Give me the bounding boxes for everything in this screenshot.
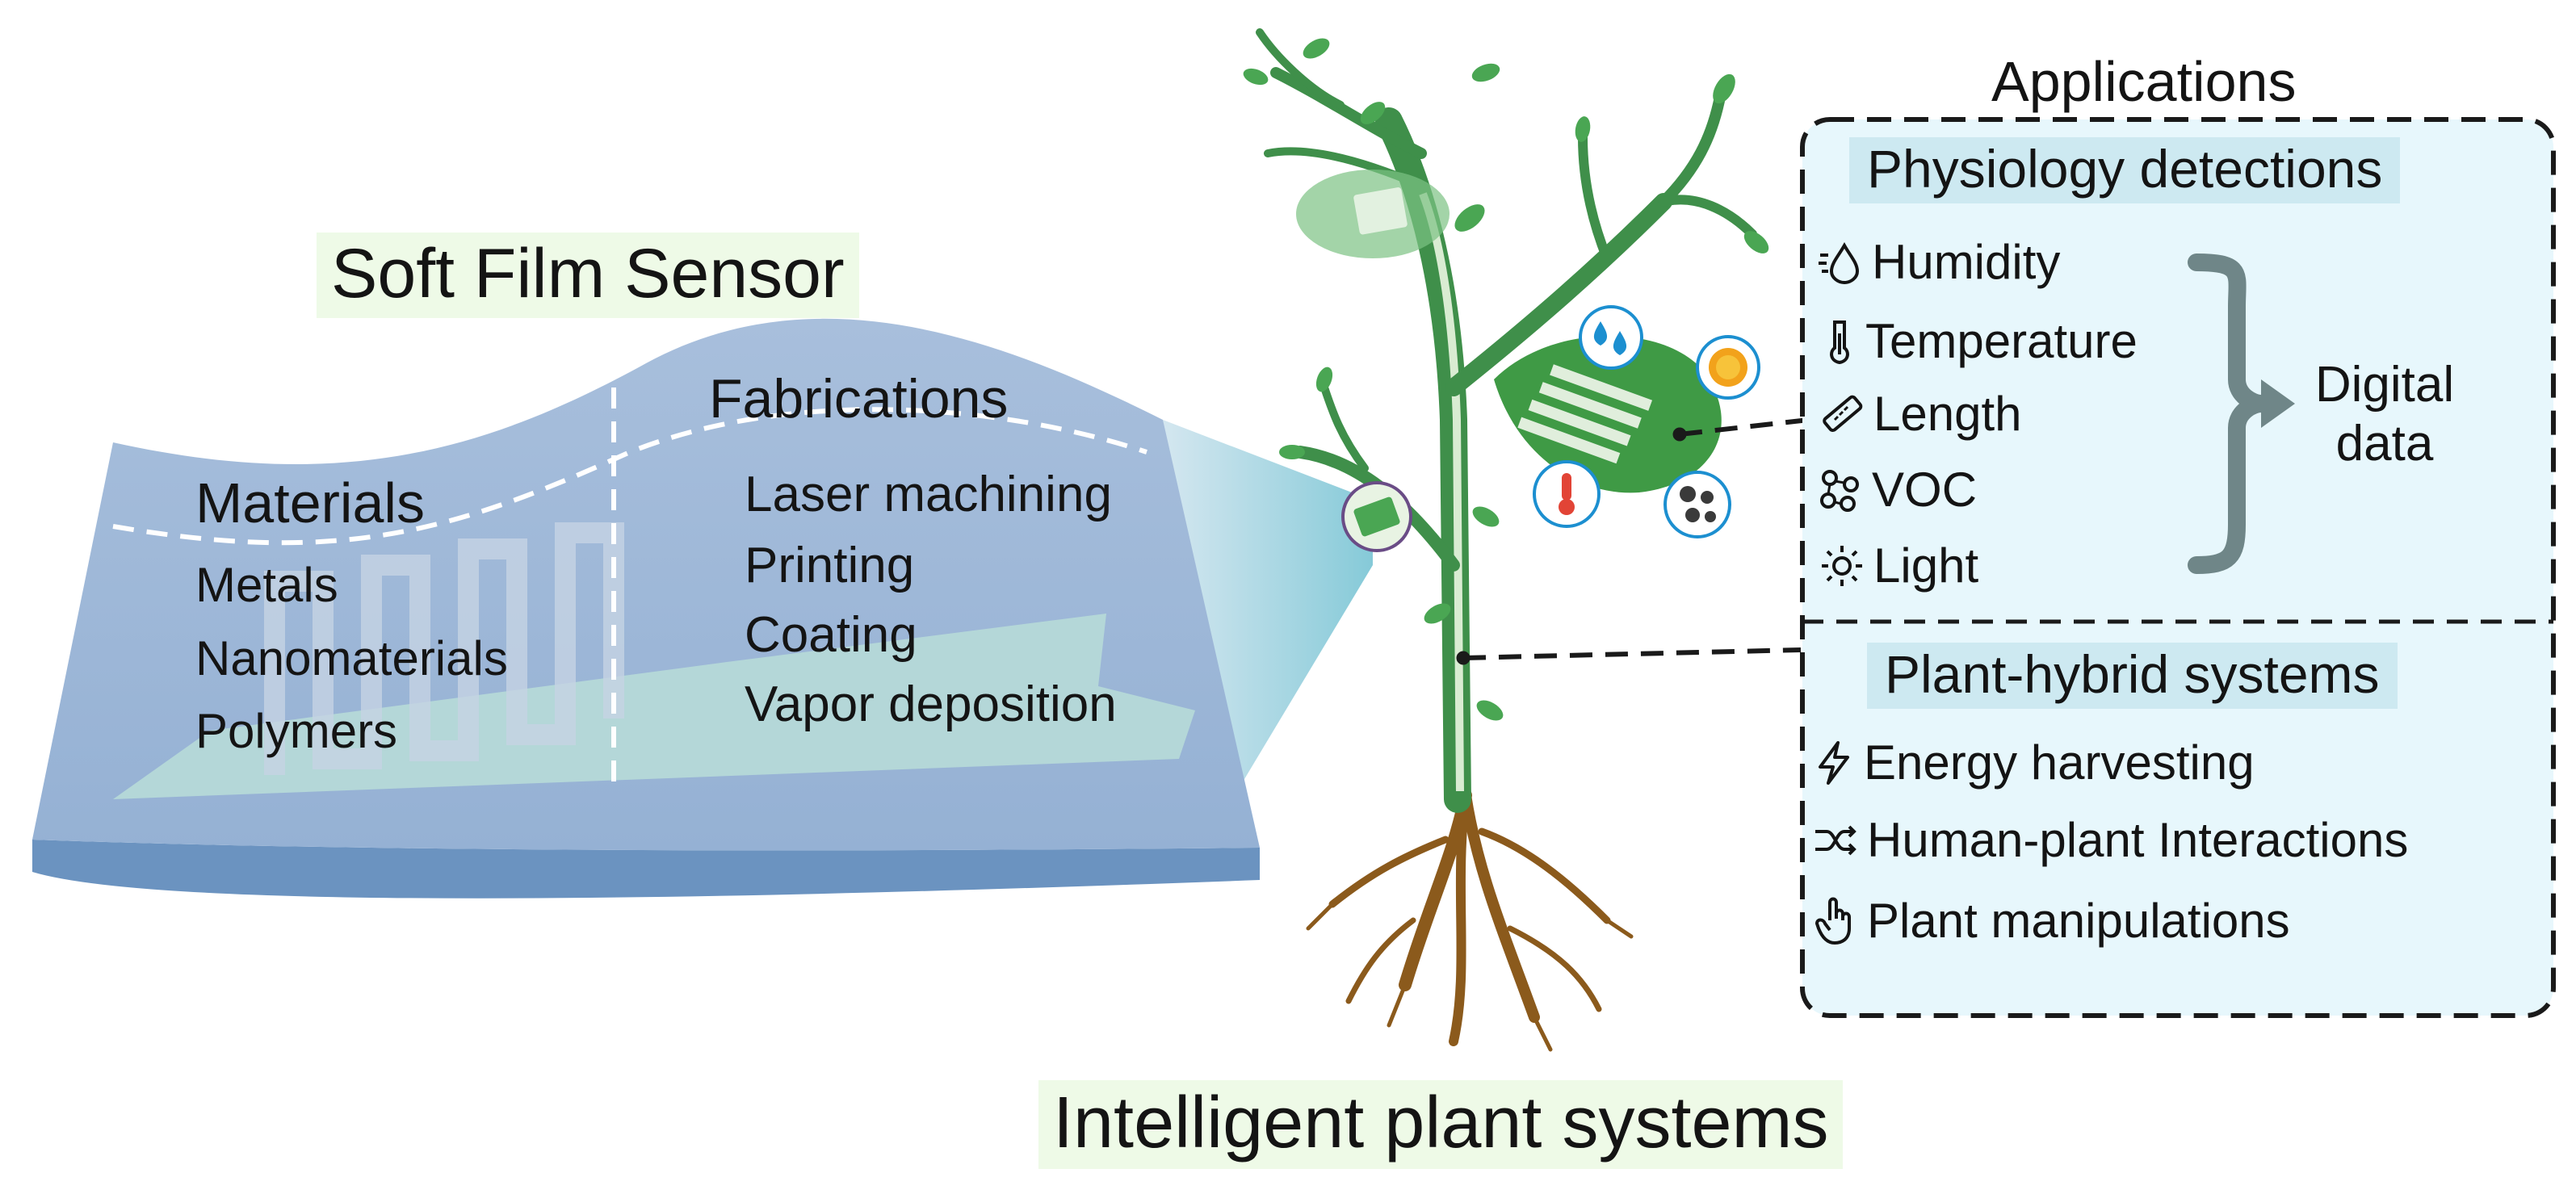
intelligent-plant-systems-title: Intelligent plant systems — [1038, 1080, 1844, 1169]
hybrid-item-energy: Energy harvesting — [1812, 735, 2255, 790]
film-divider-curve — [112, 407, 1147, 546]
plant-branches — [1256, 28, 1757, 572]
hybrid-item-label: Energy harvesting — [1864, 735, 2255, 790]
soft-film-sensor-title: Soft Film Sensor — [317, 233, 859, 318]
physiology-item-light: Light — [1819, 538, 1978, 593]
branch-sensor-closeup — [1341, 481, 1412, 552]
hybrid-item-label: Human-plant Interactions — [1867, 813, 2409, 867]
molecule-icon — [1820, 469, 1859, 512]
film-edge — [32, 840, 1260, 899]
digital-data-line1: Digital — [2314, 357, 2455, 413]
physiology-detections-heading: Physiology detections — [1849, 137, 2401, 203]
plant-hybrid-systems-heading: Plant-hybrid systems — [1867, 643, 2398, 709]
physiology-item-humidity: Humidity — [1817, 234, 2060, 290]
thermometer-badge-icon — [1533, 460, 1601, 528]
material-item: Polymers — [195, 704, 398, 758]
fabrication-item: Coating — [745, 607, 917, 663]
physiology-item-label: Humidity — [1872, 235, 2061, 289]
water-drops-icon — [1579, 305, 1643, 370]
fabrication-item: Vapor deposition — [745, 677, 1117, 732]
thermometer-icon — [1830, 320, 1849, 364]
film-trace-band — [113, 614, 1195, 799]
big-leaf-sensor — [1494, 336, 1722, 493]
materials-title: Materials — [195, 471, 425, 534]
molecule-badge-icon — [1663, 471, 1731, 538]
physiology-item-label: Temperature — [1865, 314, 2138, 368]
plant-leaves — [1243, 38, 1769, 721]
fabrications-title: Fabrications — [709, 368, 1009, 429]
digital-data-label: Digital data — [2292, 355, 2477, 473]
physiology-item-label: Light — [1873, 538, 1979, 593]
leaf-connector — [1672, 417, 1810, 442]
physiology-item-temperature: Temperature — [1822, 313, 2138, 369]
physiology-item-label: VOC — [1872, 463, 1978, 517]
ruler-icon — [1823, 395, 1863, 432]
humidity-icon — [1819, 241, 1860, 284]
plant-roots — [1306, 789, 1634, 1052]
film-electrode-pattern — [264, 522, 624, 775]
stem-connector — [1456, 647, 1802, 665]
material-item: Nanomaterials — [195, 631, 508, 685]
hybrid-item-label: Plant manipulations — [1867, 894, 2290, 948]
sun-icon — [1822, 545, 1862, 586]
physiology-item-voc: VOC — [1817, 462, 1977, 517]
fabrication-item: Laser machining — [745, 467, 1112, 522]
shuffle-icon — [1815, 825, 1856, 855]
soft-film-sheet — [32, 318, 1260, 899]
lightning-icon — [1819, 740, 1849, 785]
fabrication-item: Printing — [745, 538, 915, 593]
upper-leaf-sensor — [1296, 170, 1450, 258]
digital-data-line2: data — [2335, 416, 2434, 472]
physiology-item-length: Length — [1819, 386, 2022, 442]
applications-title: Applications — [1991, 50, 2297, 113]
applications-panel — [1800, 117, 2556, 1018]
digital-data-bracket — [2188, 253, 2295, 574]
plant-illustration — [1243, 28, 1810, 1052]
physiology-item-label: Length — [1873, 387, 2022, 441]
hybrid-item-interactions: Human-plant Interactions — [1812, 812, 2408, 868]
hand-pointer-icon — [1815, 897, 1851, 945]
material-item: Metals — [195, 558, 338, 612]
hybrid-item-manipulations: Plant manipulations — [1812, 893, 2290, 949]
sun-badge-icon — [1696, 335, 1760, 400]
